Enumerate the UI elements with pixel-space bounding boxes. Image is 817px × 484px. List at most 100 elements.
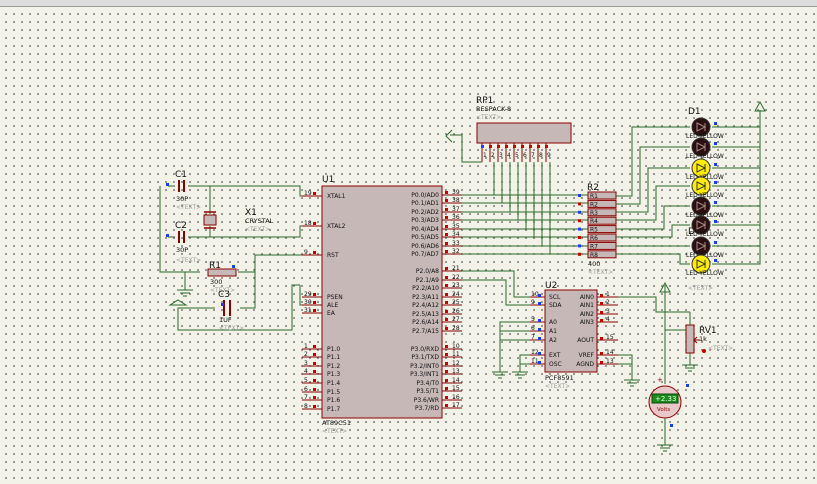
led-d2: LED-YELLOW: [686, 137, 724, 160]
u1-pin-name: P3.7/RD: [415, 405, 439, 412]
r2-tap-label: R7: [590, 243, 598, 250]
u1-pin-name: XTAL2: [327, 223, 346, 230]
u2-pin-marker: [538, 352, 541, 355]
u1-pin-marker: [313, 370, 316, 373]
voltmeter[interactable]: +2.33 Volts +: [648, 330, 682, 452]
u2-pin-name: SCL: [549, 294, 561, 301]
u1-pin-number: 4: [304, 368, 308, 375]
u1-pin-number: 31: [304, 307, 312, 314]
crystal-x1[interactable]: X1 CRYSTAL <TEXT>: [203, 208, 274, 233]
rv1-probe-dot: [702, 349, 706, 353]
u1-pin-marker: [313, 353, 316, 356]
window-top-border: [0, 0, 817, 7]
u1-pin-marker: [445, 233, 448, 236]
u1-pin-name: PSEN: [327, 294, 343, 301]
led-pin-marker: [714, 220, 717, 223]
u2-pin-marker: [538, 337, 541, 340]
led-pin-marker: [714, 122, 717, 125]
u1-pin-name: RST: [327, 252, 339, 259]
u2-pin-marker: [538, 361, 541, 364]
u1-pin-name: P0.7/AD7: [411, 251, 439, 258]
u1-pin-marker: [445, 310, 448, 313]
u1-pin-name: P3.3/INT1: [410, 371, 439, 378]
rp1-pin-number: 5: [515, 152, 519, 159]
u1-pin-number: 3: [304, 360, 308, 367]
u1-pin-name: P2.2/A10: [412, 285, 439, 292]
u1-pin-marker: [445, 199, 448, 202]
u1-pin-number: 24: [452, 291, 460, 298]
capacitor-c3[interactable]: C3 1UF <TEXT>: [218, 290, 244, 332]
u1-pin-name: P3.1/TXD: [411, 354, 439, 361]
u1-pin-number: 32: [452, 248, 460, 255]
rv1-pin-marker: [686, 384, 689, 387]
led-part: LED-YELLOW: [686, 231, 724, 238]
u1-pin-number: 25: [452, 299, 460, 306]
led-symbol: [696, 122, 707, 132]
r2-text: <TEXT>: [588, 269, 613, 276]
c1-text: <TEXT>: [176, 204, 201, 211]
c3-ref: C3: [218, 290, 230, 300]
u2-pin-marker: [538, 328, 541, 331]
u1-pin-number: 15: [452, 385, 460, 392]
rp1-pin-marker: [505, 145, 508, 148]
c1-value: 30P: [176, 195, 188, 203]
capacitor-c2[interactable]: C2 30P <TEXT>: [166, 221, 201, 264]
u1-pin-number: 34: [452, 231, 460, 238]
u1-pin-name: P1.1: [327, 354, 340, 361]
r2-tap-marker: [578, 202, 581, 206]
u2-pin-number: 3: [606, 308, 610, 315]
r2-tap-marker: [578, 227, 581, 231]
x1-ref: X1: [245, 208, 257, 218]
u2-pin-number: 7: [531, 334, 535, 341]
led-group: LED-YELLOWLED-YELLOWLED-YELLOWLED-YELLOW…: [686, 117, 724, 292]
u1-pin-marker: [313, 388, 316, 391]
r2-tap-marker: [578, 194, 581, 197]
u1-pin-marker: [445, 327, 448, 330]
led-part: LED-YELLOW: [686, 153, 724, 160]
u1-pin-name: P2.7/A15: [412, 328, 439, 335]
rp1-body: [476, 122, 572, 144]
u2-body: [544, 289, 598, 373]
resistor-r1[interactable]: R1 300 <TEXT>: [207, 261, 237, 294]
r2-tap-label: R1: [590, 193, 598, 200]
u2-pin-name: AIN1: [580, 302, 594, 309]
u1-pin-name: P2.1/A9: [416, 277, 439, 284]
u1-pin-number: 19: [304, 190, 312, 197]
u1-pin-name: P2.5/A13: [412, 311, 439, 318]
potentiometer-rv1[interactable]: RV1 1k <TEXT>: [659, 281, 733, 387]
u1-pin-name: ALE: [327, 302, 338, 309]
u1-pin-marker: [445, 208, 448, 211]
u2-pin-number: 15: [606, 334, 614, 341]
u1-pin-marker: [313, 251, 316, 254]
u1-pin-marker: [445, 284, 448, 287]
u1-ref: U1: [322, 175, 334, 185]
r2-ref: R2: [587, 183, 599, 193]
r2-tap-marker: [578, 236, 581, 239]
u2-pin-name: A1: [549, 328, 557, 335]
r2-tap-label: R8: [590, 252, 598, 259]
rp1-text: <TEXT>: [476, 114, 501, 121]
u2-pin-number: 11: [531, 358, 539, 365]
led-bank[interactable]: D1 D7 LED-YELLOWLED-YELLOWLED-YELLOWLED-…: [686, 107, 724, 292]
u1-pin-name: P2.4/A12: [412, 302, 439, 309]
r2-tap-label: R2: [590, 201, 598, 208]
u1-pin-marker: [445, 387, 448, 390]
u1-pin-number: 6: [304, 386, 308, 393]
rp1-pin-marker: [481, 145, 484, 148]
c3-value: 1UF: [219, 316, 232, 324]
u2-pin-marker: [600, 361, 603, 364]
u2-pin-marker: [600, 319, 603, 322]
c1-ref: C1: [175, 170, 187, 180]
u2-pin-marker: [538, 302, 541, 305]
u2-pin-name: AOUT: [577, 337, 594, 344]
capacitor-c1[interactable]: C1 30P <TEXT>: [166, 170, 201, 211]
u1-pin-marker: [445, 379, 448, 382]
u2-pin-number: 10: [531, 291, 539, 298]
u1-pin-name: P3.2/INT0: [410, 363, 439, 370]
u1-pin-name: P3.6/WR: [414, 397, 439, 404]
